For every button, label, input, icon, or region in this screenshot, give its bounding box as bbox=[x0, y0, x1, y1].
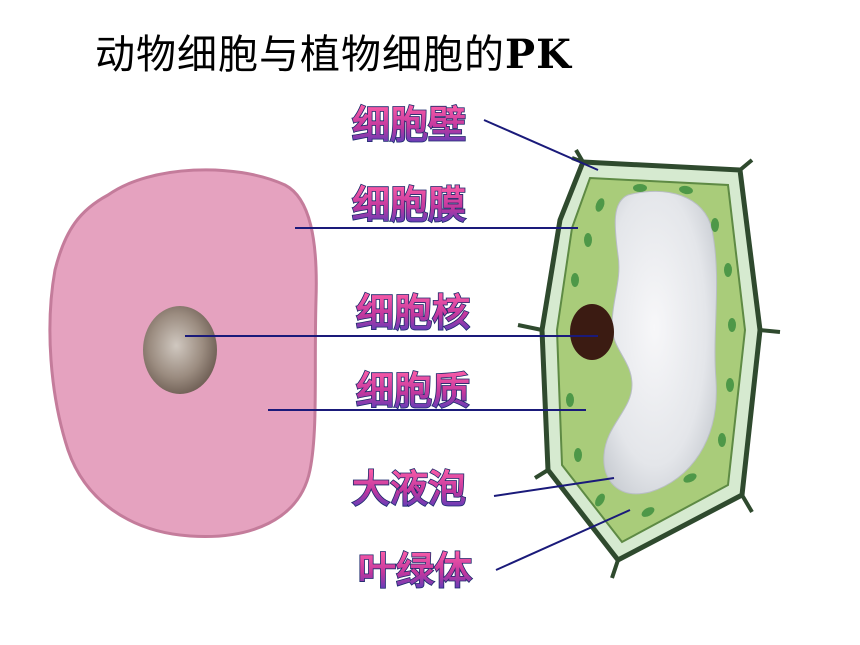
leader-chloroplast bbox=[495, 509, 631, 571]
label-chloroplast: 叶绿体 bbox=[358, 549, 472, 593]
chloroplast bbox=[633, 184, 647, 192]
label-cell-wall: 细胞壁 bbox=[352, 103, 466, 147]
chloroplast bbox=[724, 263, 732, 277]
chloroplast bbox=[726, 378, 734, 392]
plant-vacuole bbox=[603, 190, 718, 495]
chloroplast bbox=[566, 393, 574, 407]
page-title: 动物细胞与植物细胞的PK bbox=[95, 31, 572, 78]
labels: 细胞壁 细胞膜 细胞核 细胞质 大液泡 叶绿体 bbox=[351, 102, 473, 594]
chloroplast bbox=[683, 473, 697, 483]
label-nucleus: 细胞核 bbox=[356, 291, 470, 335]
label-vacuole: 大液泡 bbox=[352, 467, 466, 511]
chloroplast bbox=[571, 273, 579, 287]
chloroplast bbox=[679, 185, 693, 195]
chloroplast bbox=[728, 318, 736, 332]
chloroplast bbox=[574, 448, 582, 462]
chloroplast bbox=[718, 433, 726, 447]
plant-cell bbox=[517, 148, 781, 579]
cell-wall-edge bbox=[517, 148, 781, 579]
plant-nucleus bbox=[570, 304, 614, 360]
chloroplast bbox=[584, 233, 592, 247]
chloroplasts bbox=[566, 184, 736, 517]
chloroplast bbox=[641, 507, 655, 517]
label-cytoplasm: 细胞质 bbox=[356, 369, 470, 413]
leader-cell-wall bbox=[483, 119, 599, 171]
label-cell-membrane: 细胞膜 bbox=[352, 183, 466, 227]
leader-lines bbox=[185, 119, 631, 571]
chloroplast bbox=[595, 493, 605, 507]
animal-nucleus bbox=[143, 306, 217, 394]
chloroplast bbox=[711, 218, 719, 232]
leader-vacuole bbox=[493, 477, 615, 497]
chloroplast bbox=[595, 198, 605, 212]
